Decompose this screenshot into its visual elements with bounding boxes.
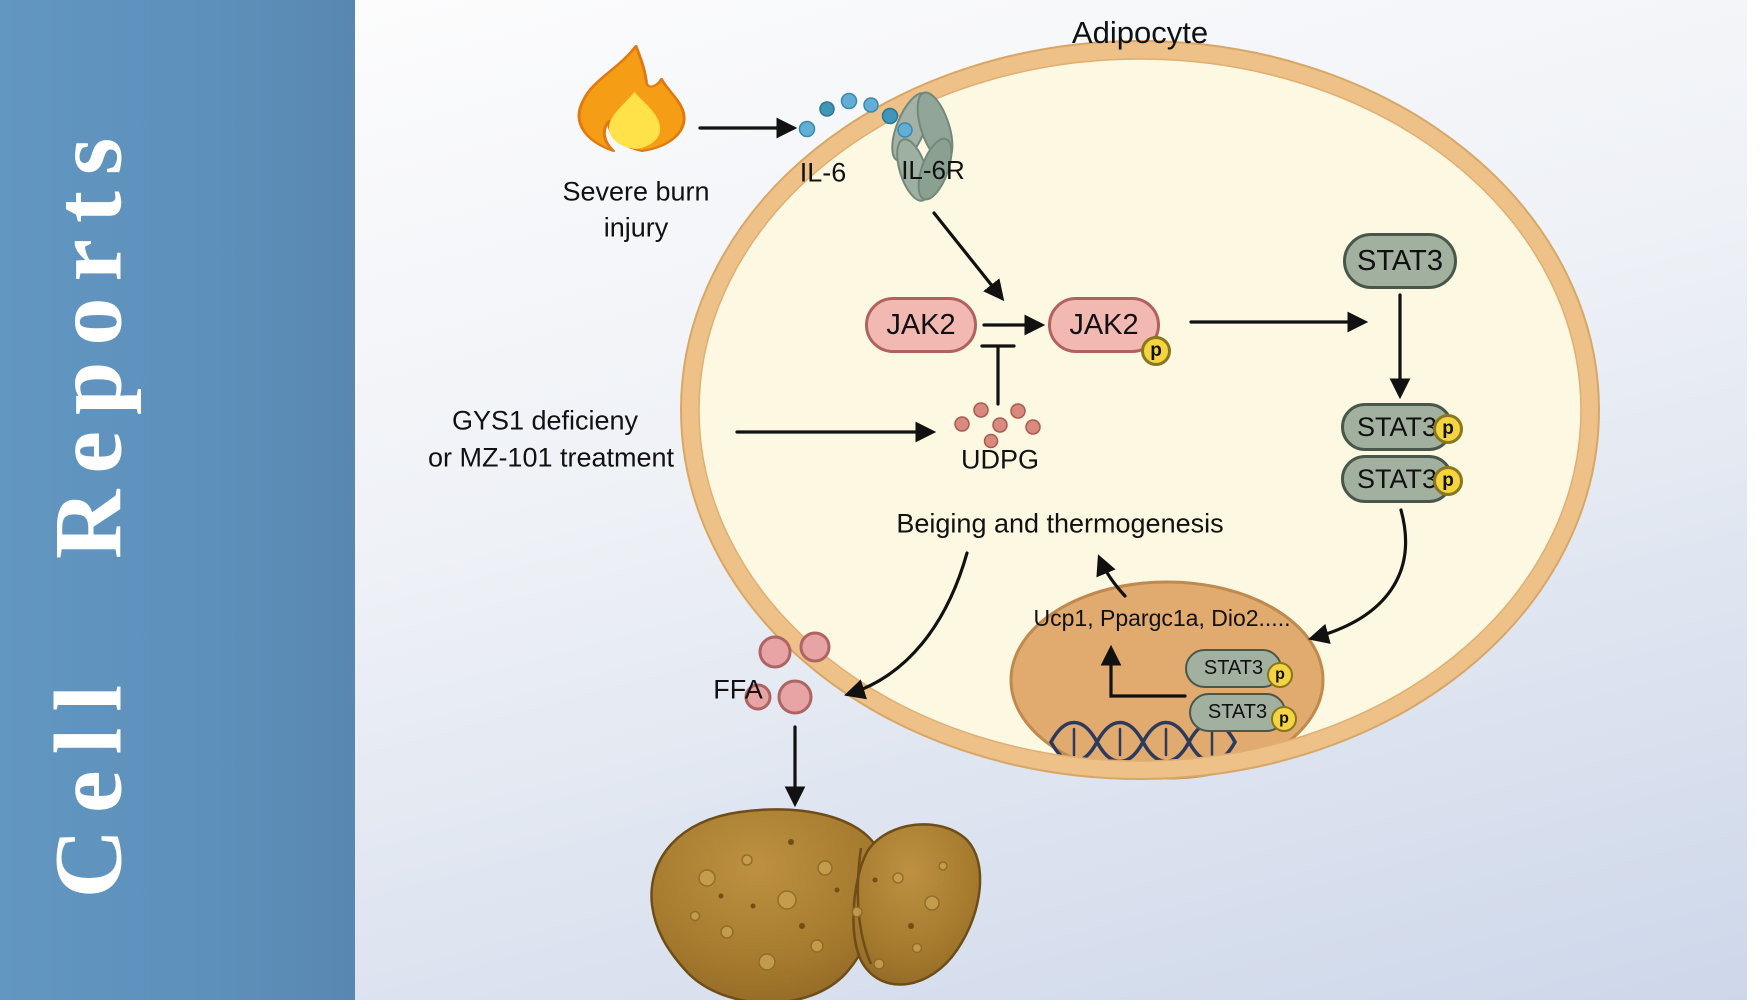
liver-spots	[689, 854, 948, 971]
page-margin	[1747, 0, 1760, 1000]
arrow-stat3p-to-nucleus	[1307, 508, 1408, 644]
liver-dots	[718, 839, 914, 929]
jak2-phospho-box: JAK2	[1048, 297, 1160, 353]
phospho-badge-stat3-2: p	[1433, 466, 1463, 496]
arrows	[698, 117, 1411, 808]
pathway-figure	[577, 40, 1600, 1000]
target-genes-label: Ucp1, Ppargc1a, Dio2.....	[1033, 604, 1291, 631]
il6r-label: IL-6R	[901, 155, 965, 186]
arrow-il6r-to-jak2	[932, 211, 1005, 302]
cell-membrane	[680, 40, 1600, 780]
ffa-label: FFA	[713, 674, 763, 705]
burn-label-line2: injury	[603, 212, 669, 243]
gys1-label-line1: GYS1 deficieny	[451, 405, 639, 436]
adipocyte-cell-body	[690, 50, 1590, 770]
figure-panel: Adipocyte Severe burn injury IL-6 IL-6R …	[355, 0, 1760, 1000]
udpg-label: UDPG	[960, 444, 1040, 475]
journal-sidebar: Cell Reports	[0, 0, 355, 1000]
gys1-label-line2: or MZ-101 treatment	[427, 442, 675, 473]
jak2-box: JAK2	[865, 297, 977, 353]
burn-label-line1: Severe burn	[562, 176, 710, 207]
arrow-genes-elbow	[1100, 644, 1187, 698]
journal-title: Cell Reports	[34, 121, 142, 899]
beiging-label: Beiging and thermogenesis	[896, 508, 1224, 539]
arrow-beiging-to-ffa	[844, 551, 969, 700]
dna-rungs	[1072, 727, 1214, 757]
udpg-molecules	[954, 402, 1041, 449]
liver-icon	[650, 808, 982, 1000]
stat3-nuclear-box-1: STAT3	[1185, 649, 1282, 688]
phospho-badge-nuclear-1: p	[1267, 662, 1293, 688]
inhibition-tbar	[980, 344, 1016, 406]
il6-label: IL-6	[799, 157, 847, 188]
stat3-box: STAT3	[1343, 233, 1457, 289]
phospho-badge-stat3-1: p	[1433, 414, 1463, 444]
flame-icon	[577, 45, 686, 152]
phospho-badge-nuclear-2: p	[1271, 706, 1297, 732]
arrow-nucleus-to-beiging	[1096, 554, 1127, 598]
adipocyte-label: Adipocyte	[1071, 15, 1209, 51]
il6-molecules	[798, 92, 913, 138]
ffa-droplets	[744, 631, 831, 715]
stat3-nuclear-box-2: STAT3	[1189, 693, 1286, 732]
phospho-badge-jak2: p	[1141, 336, 1171, 366]
